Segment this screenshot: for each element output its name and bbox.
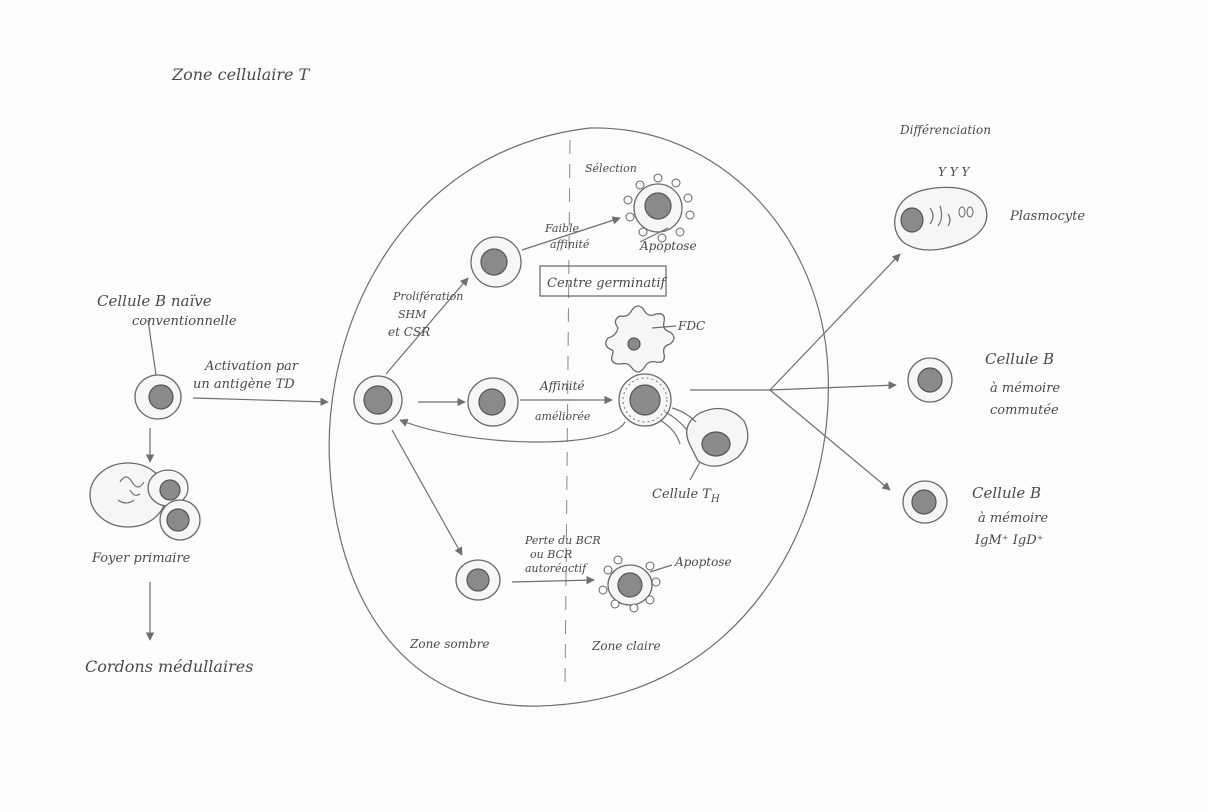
- memoire-igm-label-1: Cellule B: [972, 484, 1041, 502]
- apoptose-bottom-pointer: [649, 564, 673, 573]
- zone-sombre-label: Zone sombre: [409, 637, 490, 651]
- perte-label-1: Perte du BCR: [524, 534, 601, 547]
- proliferating-cell: [470, 236, 522, 288]
- apoptotic-cell-bottom: [598, 555, 661, 613]
- fdc-pointer: [651, 325, 677, 329]
- fdc-label: FDC: [677, 319, 705, 333]
- naive-cell-label-1: Cellule B naïve: [97, 292, 212, 310]
- germinal-center-outline: [328, 127, 829, 707]
- tfh-cell: [659, 407, 749, 467]
- affinity-maturing-cell: [467, 377, 519, 427]
- memoire-igm-label-3: IgM⁺ IgD⁺: [974, 533, 1044, 548]
- light-zone-b-cell: [618, 373, 672, 427]
- perte-label-3: autoréactif: [525, 562, 588, 575]
- memory-cell-switched: [907, 357, 953, 403]
- activation-label-1: Activation par: [204, 359, 299, 374]
- plasmocyte-label: Plasmocyte: [1009, 209, 1085, 224]
- prolif-label-2: SHM: [398, 308, 427, 321]
- naive-cell-pointer: [147, 319, 157, 376]
- prolif-label-3: et CSR: [388, 325, 430, 339]
- memoire-comm-label-2: à mémoire: [990, 381, 1060, 396]
- memoire-comm-label-3: commutée: [990, 403, 1059, 418]
- arrow-to-memory-igm: [769, 389, 891, 491]
- centre-germinatif-label: Centre germinatif: [547, 276, 667, 291]
- arrow-recycling: [399, 418, 626, 443]
- cellule-th-text: Cellule T: [652, 487, 712, 502]
- memory-cell-igm: [902, 480, 948, 524]
- apoptose-bottom-label: Apoptose: [674, 555, 732, 569]
- centre-germinatif-box: [539, 265, 667, 297]
- affinite-label-1: Affinité: [539, 379, 585, 393]
- centroblast-cell: [353, 375, 403, 425]
- selection-label: Sélection: [585, 162, 637, 175]
- foyer-label: Foyer primaire: [91, 551, 191, 566]
- faible-label-2: affinité: [550, 238, 590, 251]
- zone-t-label: Zone cellulaire T: [171, 65, 311, 84]
- arrow-bcr-loss: [511, 575, 595, 585]
- memoire-igm-label-2: à mémoire: [978, 511, 1048, 526]
- arrow-low-affinity: [521, 216, 621, 251]
- faible-label-1: Faible: [544, 222, 580, 235]
- apoptose-top-pointer: [639, 227, 669, 243]
- tfh-pointer: [689, 461, 701, 481]
- naive-b-cell: [134, 374, 182, 420]
- cellule-th-subscript: H: [710, 494, 720, 505]
- cordons-label: Cordons médullaires: [85, 657, 253, 676]
- cellule-th-label: Cellule TH: [652, 487, 720, 505]
- apoptotic-cell-top: [623, 173, 695, 243]
- arrow-proliferation: [385, 277, 469, 375]
- naive-cell-label-2: conventionnelle: [132, 314, 237, 329]
- primary-focus-cells: [89, 462, 201, 541]
- differenciation-label: Différenciation: [899, 123, 991, 137]
- arrow-activation: [192, 397, 329, 406]
- arrow-to-dark-zone-cell: [391, 429, 463, 556]
- fdc-cell: [605, 305, 675, 373]
- perte-label-2: ou BCR: [530, 548, 572, 561]
- memoire-comm-label-1: Cellule B: [985, 350, 1054, 368]
- activation-label-2: un antigène TD: [193, 377, 295, 392]
- prolif-label-1: Prolifération: [392, 290, 463, 303]
- bcr-loss-cell: [455, 559, 501, 601]
- zone-claire-label: Zone claire: [591, 639, 661, 653]
- apoptose-top-label: Apoptose: [639, 239, 697, 253]
- plasmocyte-cell: Y Y Y: [894, 165, 988, 251]
- arrow-to-memory-switched: [769, 381, 897, 391]
- zone-divider: [564, 139, 571, 691]
- affinite-label-2: améliorée: [535, 410, 591, 423]
- svg-text:Y Y Y: Y Y Y: [938, 165, 970, 179]
- arrow-to-plasmocyte: [769, 253, 901, 391]
